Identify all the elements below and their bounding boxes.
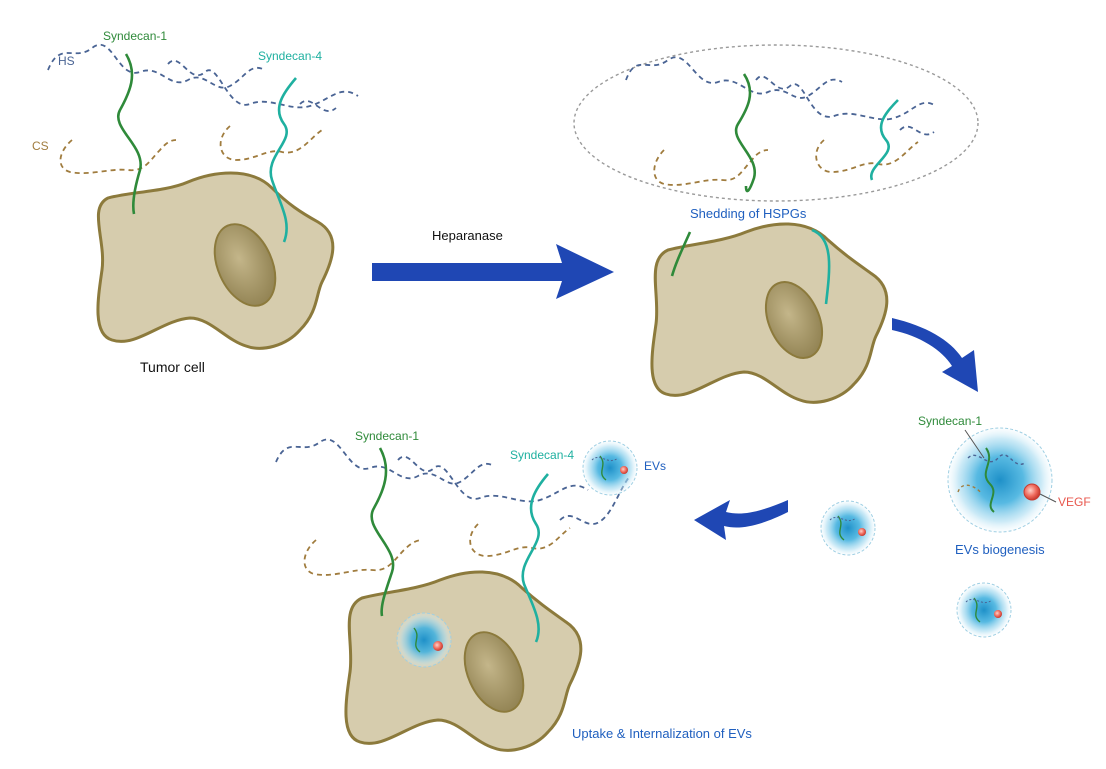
ev-vegf [620,466,628,474]
syndecan-4-strand [870,99,899,181]
syndecan-1-strand [734,73,756,193]
heparan-sulfate-chain [899,125,935,136]
shedding-label: Shedding of HSPGs [690,206,807,221]
ev-medium-2 [956,582,1012,638]
ev-inner-strand [599,455,607,481]
heparan-sulfate-chain [47,44,266,89]
syndecan-4-strand [521,473,549,643]
syndecan-1-strand [116,53,142,215]
chondroitin-sulfate-chain [815,139,919,173]
chondroitin-sulfate-chain [303,539,423,576]
ev-inner-strand [837,515,845,541]
recipient-cell-nucleus [463,631,525,713]
syndecan-1-label-ev: Syndecan-1 [918,414,983,428]
ev-vesicle [956,582,1012,638]
ev-inner-strand [413,627,421,653]
chondroitin-sulfate-chain [653,149,769,186]
chondroitin-sulfate-chain [59,139,177,174]
ev-large [947,427,1057,533]
ev-large-vesicle [947,427,1053,533]
heparan-sulfate-chain [299,100,337,112]
shed-hspg-boundary [573,44,979,202]
chondroitin-sulfate-chain [469,523,571,557]
heparanase-arrow [372,244,614,299]
ev-inner-strand [973,597,981,623]
uptake-label: Uptake & Internalization of EVs [572,726,752,741]
ev-vegf [994,610,1002,618]
curved-arrow-uptake [694,500,788,540]
heparan-sulfate-chain [167,60,359,109]
chondroitin-sulfate-chain [219,125,323,161]
internalized-ev [396,612,452,668]
heparanase-label: Heparanase [432,228,503,243]
ev-vesicle [820,500,876,556]
vegf-pointer [1039,493,1057,503]
ev-inner-hs [965,598,993,604]
syndecan-1-strand [370,447,395,617]
ev-approaching [582,440,638,496]
syndecan-1-label-bottom: Syndecan-1 [355,429,420,443]
ev-inner-hs [829,516,857,522]
heparan-sulfate-chain [967,454,1027,465]
evs-label: EVs [644,459,667,473]
hs-label: HS [58,54,75,68]
syndecan-4-strand [269,77,297,243]
shedded-cell-group [650,222,889,404]
syndecan-1-strand [984,447,995,513]
tumor-cell-nucleus [213,223,277,307]
ev-medium-1 [820,500,876,556]
ev-inner-hs [591,456,619,462]
shedded-cell-nucleus [764,281,824,359]
ev-vegf [858,528,866,536]
shed-hspg-group [573,44,979,202]
recipient-cell-body [344,570,583,752]
tumor-cell-group [47,44,359,350]
recipient-cell-group [275,438,638,752]
tumor-cell-label: Tumor cell [140,359,205,375]
heparan-sulfate-chain [275,438,495,485]
syndecan-4-label-top: Syndecan-4 [258,49,323,63]
syndecan-4-label-bottom: Syndecan-4 [510,448,575,462]
heparan-sulfate-chain [397,456,589,503]
ev-vegf [433,641,443,651]
syndecan-4-stub [811,228,831,305]
ev-biogenesis-label: EVs biogenesis [955,542,1045,557]
vegf-particle [1023,483,1041,501]
curved-arrow-biogenesis [892,318,978,392]
syndecan-1-stub [670,231,692,277]
cs-label: CS [32,139,49,153]
syndecan-1-pointer [964,429,985,459]
chondroitin-sulfate-chain [957,484,983,495]
syndecan-1-label-top: Syndecan-1 [103,29,168,43]
heparan-sulfate-chain [755,75,937,121]
vegf-label: VEGF [1058,495,1091,509]
heparan-sulfate-chain [625,56,843,99]
